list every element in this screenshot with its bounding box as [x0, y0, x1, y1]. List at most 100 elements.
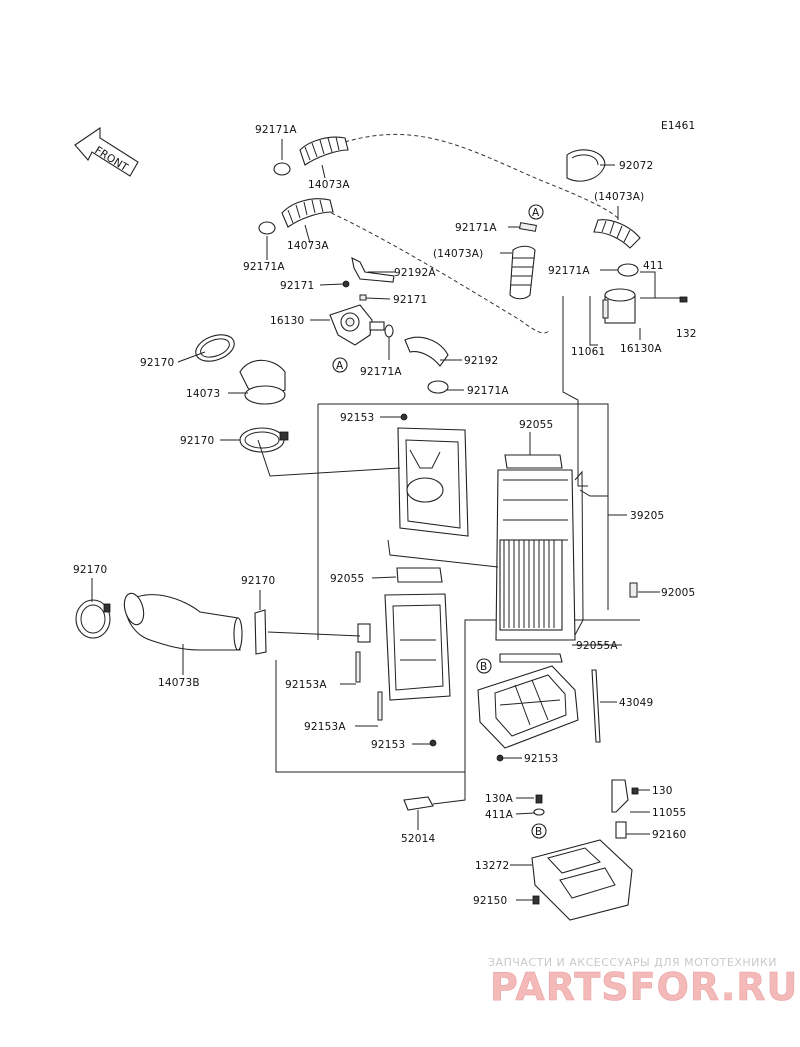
ref-marker-a-left: A [332, 357, 348, 373]
callout: 92170 [140, 357, 174, 369]
gasket-92055-top [504, 454, 563, 469]
clamp-92171a-right [617, 263, 639, 277]
diagram-code: E1461 [661, 120, 695, 132]
hose-routing-line-2 [324, 209, 551, 334]
callout: 92153 [524, 753, 558, 765]
svg-text:B: B [535, 826, 542, 838]
callout: 92153 [340, 412, 374, 424]
callout: 52014 [401, 833, 436, 845]
callout: 92055 [519, 419, 553, 431]
ref-marker-b-housing: B [476, 658, 492, 674]
hose-14073a-upper [273, 136, 349, 176]
callout: 16130A [620, 343, 662, 355]
callout: 92171A [467, 385, 509, 397]
bolt-132 [679, 296, 688, 303]
bolt-130 [631, 787, 639, 795]
watermark-tagline: ЗАПЧАСТИ И АКСЕССУАРЫ ДЛЯ МОТОТЕХНИКИ [488, 956, 777, 969]
clip-92171a [384, 324, 394, 338]
bolt-92153-lower [429, 739, 437, 747]
clip-92171 [342, 280, 350, 288]
bolt-92153-bottom [496, 754, 504, 762]
gasket-92055-left [396, 567, 443, 583]
hose-14073a-middle [509, 222, 537, 300]
clamp-92170-top [195, 334, 235, 362]
clamp-92171a [427, 380, 449, 394]
callout: 92153 [371, 739, 405, 751]
callout: 92005 [661, 587, 695, 599]
clamp-92072 [566, 149, 606, 182]
valve-16130a [602, 288, 636, 324]
callout: 92170 [180, 435, 214, 447]
pipe-92192a [351, 257, 395, 283]
callout: 411A [485, 809, 514, 821]
intercooler-core [495, 469, 584, 641]
watermark: ЗАПЧАСТИ И АКСЕССУАРЫ ДЛЯ МОТОТЕХНИКИ PA… [488, 956, 798, 1009]
callout: 92055 [330, 573, 364, 585]
callout: 92153A [304, 721, 346, 733]
callout: 14073 [186, 388, 220, 400]
bolt-130a [535, 794, 543, 804]
callout: 411 [643, 260, 664, 272]
clamp-92170-lower [239, 427, 289, 453]
callout: 92055A [576, 640, 618, 652]
callout: 92171A [243, 261, 285, 273]
ref-marker-a-top: A [528, 204, 544, 220]
callout: 16130 [270, 315, 304, 327]
assembly-frame [318, 403, 609, 610]
plug-92171 [359, 294, 367, 301]
callout: 92171 [280, 280, 314, 292]
callout: 92072 [619, 160, 653, 172]
pipe-92192 [404, 336, 449, 367]
callout: 92170 [73, 564, 107, 576]
leader-lines [91, 139, 682, 901]
fitting-52014 [403, 796, 434, 811]
elbow-ring [244, 385, 286, 405]
callout: (14073A) [433, 248, 483, 260]
callout: 14073A [287, 240, 329, 252]
callout: 92192A [394, 267, 436, 279]
intercooler-top-cover [397, 413, 469, 537]
svg-text:A: A [336, 360, 344, 372]
callout: 92150 [473, 895, 507, 907]
callout: 92171A [455, 222, 497, 234]
gasket-92055a [499, 653, 563, 663]
hose-14073b [123, 592, 243, 651]
watermark-logo: PARTSFOR.RU [490, 965, 798, 1009]
callout: (14073A) [594, 191, 644, 203]
washer-411a [533, 808, 545, 816]
fitting-92005 [629, 582, 638, 598]
callout: 14073B [158, 677, 200, 689]
callout-labels: 92171A 14073A 14073A 92171A 92171 92192A… [73, 124, 697, 907]
intercooler-lower-cover [357, 593, 451, 701]
gasket-92170 [254, 609, 267, 655]
front-arrow-icon: FRONT [74, 126, 139, 177]
intercooler-lower-housing [477, 665, 579, 749]
ref-marker-b-plate: B [531, 823, 547, 839]
bracket-11055 [611, 779, 629, 813]
hose-14073a-right [593, 219, 641, 249]
valve-16130 [329, 304, 385, 346]
callout: 43049 [619, 697, 653, 709]
callout: 92171A [255, 124, 297, 136]
bolt-92150 [532, 895, 540, 905]
spacer-92160 [615, 821, 627, 839]
hose-14073a-lower [258, 198, 334, 235]
callout: 130 [652, 785, 673, 797]
callout: 92171 [393, 294, 427, 306]
callout: 13272 [475, 860, 509, 872]
callout: 92170 [241, 575, 275, 587]
callout: 92160 [652, 829, 686, 841]
callout: 14073A [308, 179, 350, 191]
callout: 92171A [548, 265, 590, 277]
plate-13272 [531, 839, 633, 921]
clamp-92170-left [75, 599, 111, 639]
callout: 92171A [360, 366, 402, 378]
callout: 132 [676, 328, 697, 340]
callout: 39205 [630, 510, 664, 522]
rod-43049 [591, 669, 601, 743]
bolt-92153a [355, 651, 361, 683]
bolt-92153a-2 [377, 691, 383, 721]
callout: 92192 [464, 355, 498, 367]
callout: 11061 [571, 346, 605, 358]
